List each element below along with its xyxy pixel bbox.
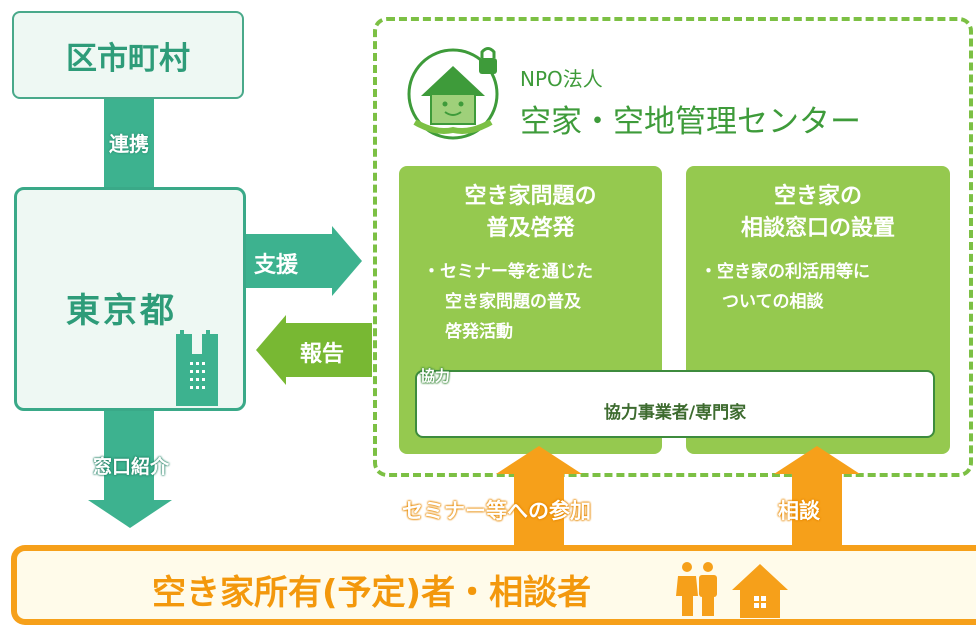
- support-arrow-head: [332, 226, 362, 296]
- referral-label: 窓口紹介: [92, 456, 169, 478]
- consultation-title-1: 空き家の: [773, 184, 862, 209]
- seminar-label: セミナー等への参加: [402, 499, 591, 523]
- referral-arrow-shaft: [104, 411, 154, 501]
- awareness-title-2: 普及啓発: [486, 216, 575, 241]
- npo-name: 空家・空地管理センター: [520, 104, 861, 140]
- government-building-icon: [176, 330, 218, 406]
- consult-label: 相談: [778, 499, 820, 523]
- awareness-body-3: 啓発活動: [445, 322, 513, 342]
- support-arrow-shaft: [246, 234, 332, 288]
- cooperation-tag: 協力: [420, 367, 451, 385]
- people-house-icon: [676, 562, 788, 618]
- seminar-arrow-shaft: [514, 472, 564, 547]
- owner-band: [11, 545, 976, 625]
- npo-house-logo: [407, 47, 499, 140]
- cooperation-label: 協力事業者/専門家: [603, 403, 747, 423]
- consult-arrow-shaft: [792, 472, 842, 547]
- consultation-title-2: 相談窓口の設置: [740, 216, 895, 241]
- link-connector: [104, 99, 154, 189]
- support-label: 支援: [254, 253, 299, 278]
- awareness-title-1: 空き家問題の: [464, 184, 597, 209]
- awareness-body-2: 空き家問題の普及: [445, 292, 581, 312]
- npo-type: NPO法人: [520, 67, 603, 91]
- seminar-arrow-head: [496, 446, 582, 474]
- tokyo-label: 東京都: [66, 291, 177, 331]
- consultation-body-1: ・空き家の利活用等に: [700, 262, 870, 282]
- report-label: 報告: [300, 342, 345, 367]
- owner-label: 空き家所有(予定)者・相談者: [152, 573, 592, 613]
- cooperation-box: [415, 370, 935, 438]
- npo-container: [373, 17, 973, 477]
- consult-arrow-head: [774, 446, 860, 474]
- link-label: 連携: [109, 132, 149, 156]
- consultation-body-2: ついての相談: [722, 292, 824, 312]
- awareness-body-1: ・セミナー等を通じた: [423, 262, 593, 282]
- report-arrow-head: [256, 315, 286, 385]
- municipality-label: 区市町村: [66, 40, 190, 77]
- municipality-box: 区市町村: [12, 11, 244, 99]
- referral-arrow-head: [88, 500, 172, 528]
- report-arrow-shaft: [286, 323, 372, 377]
